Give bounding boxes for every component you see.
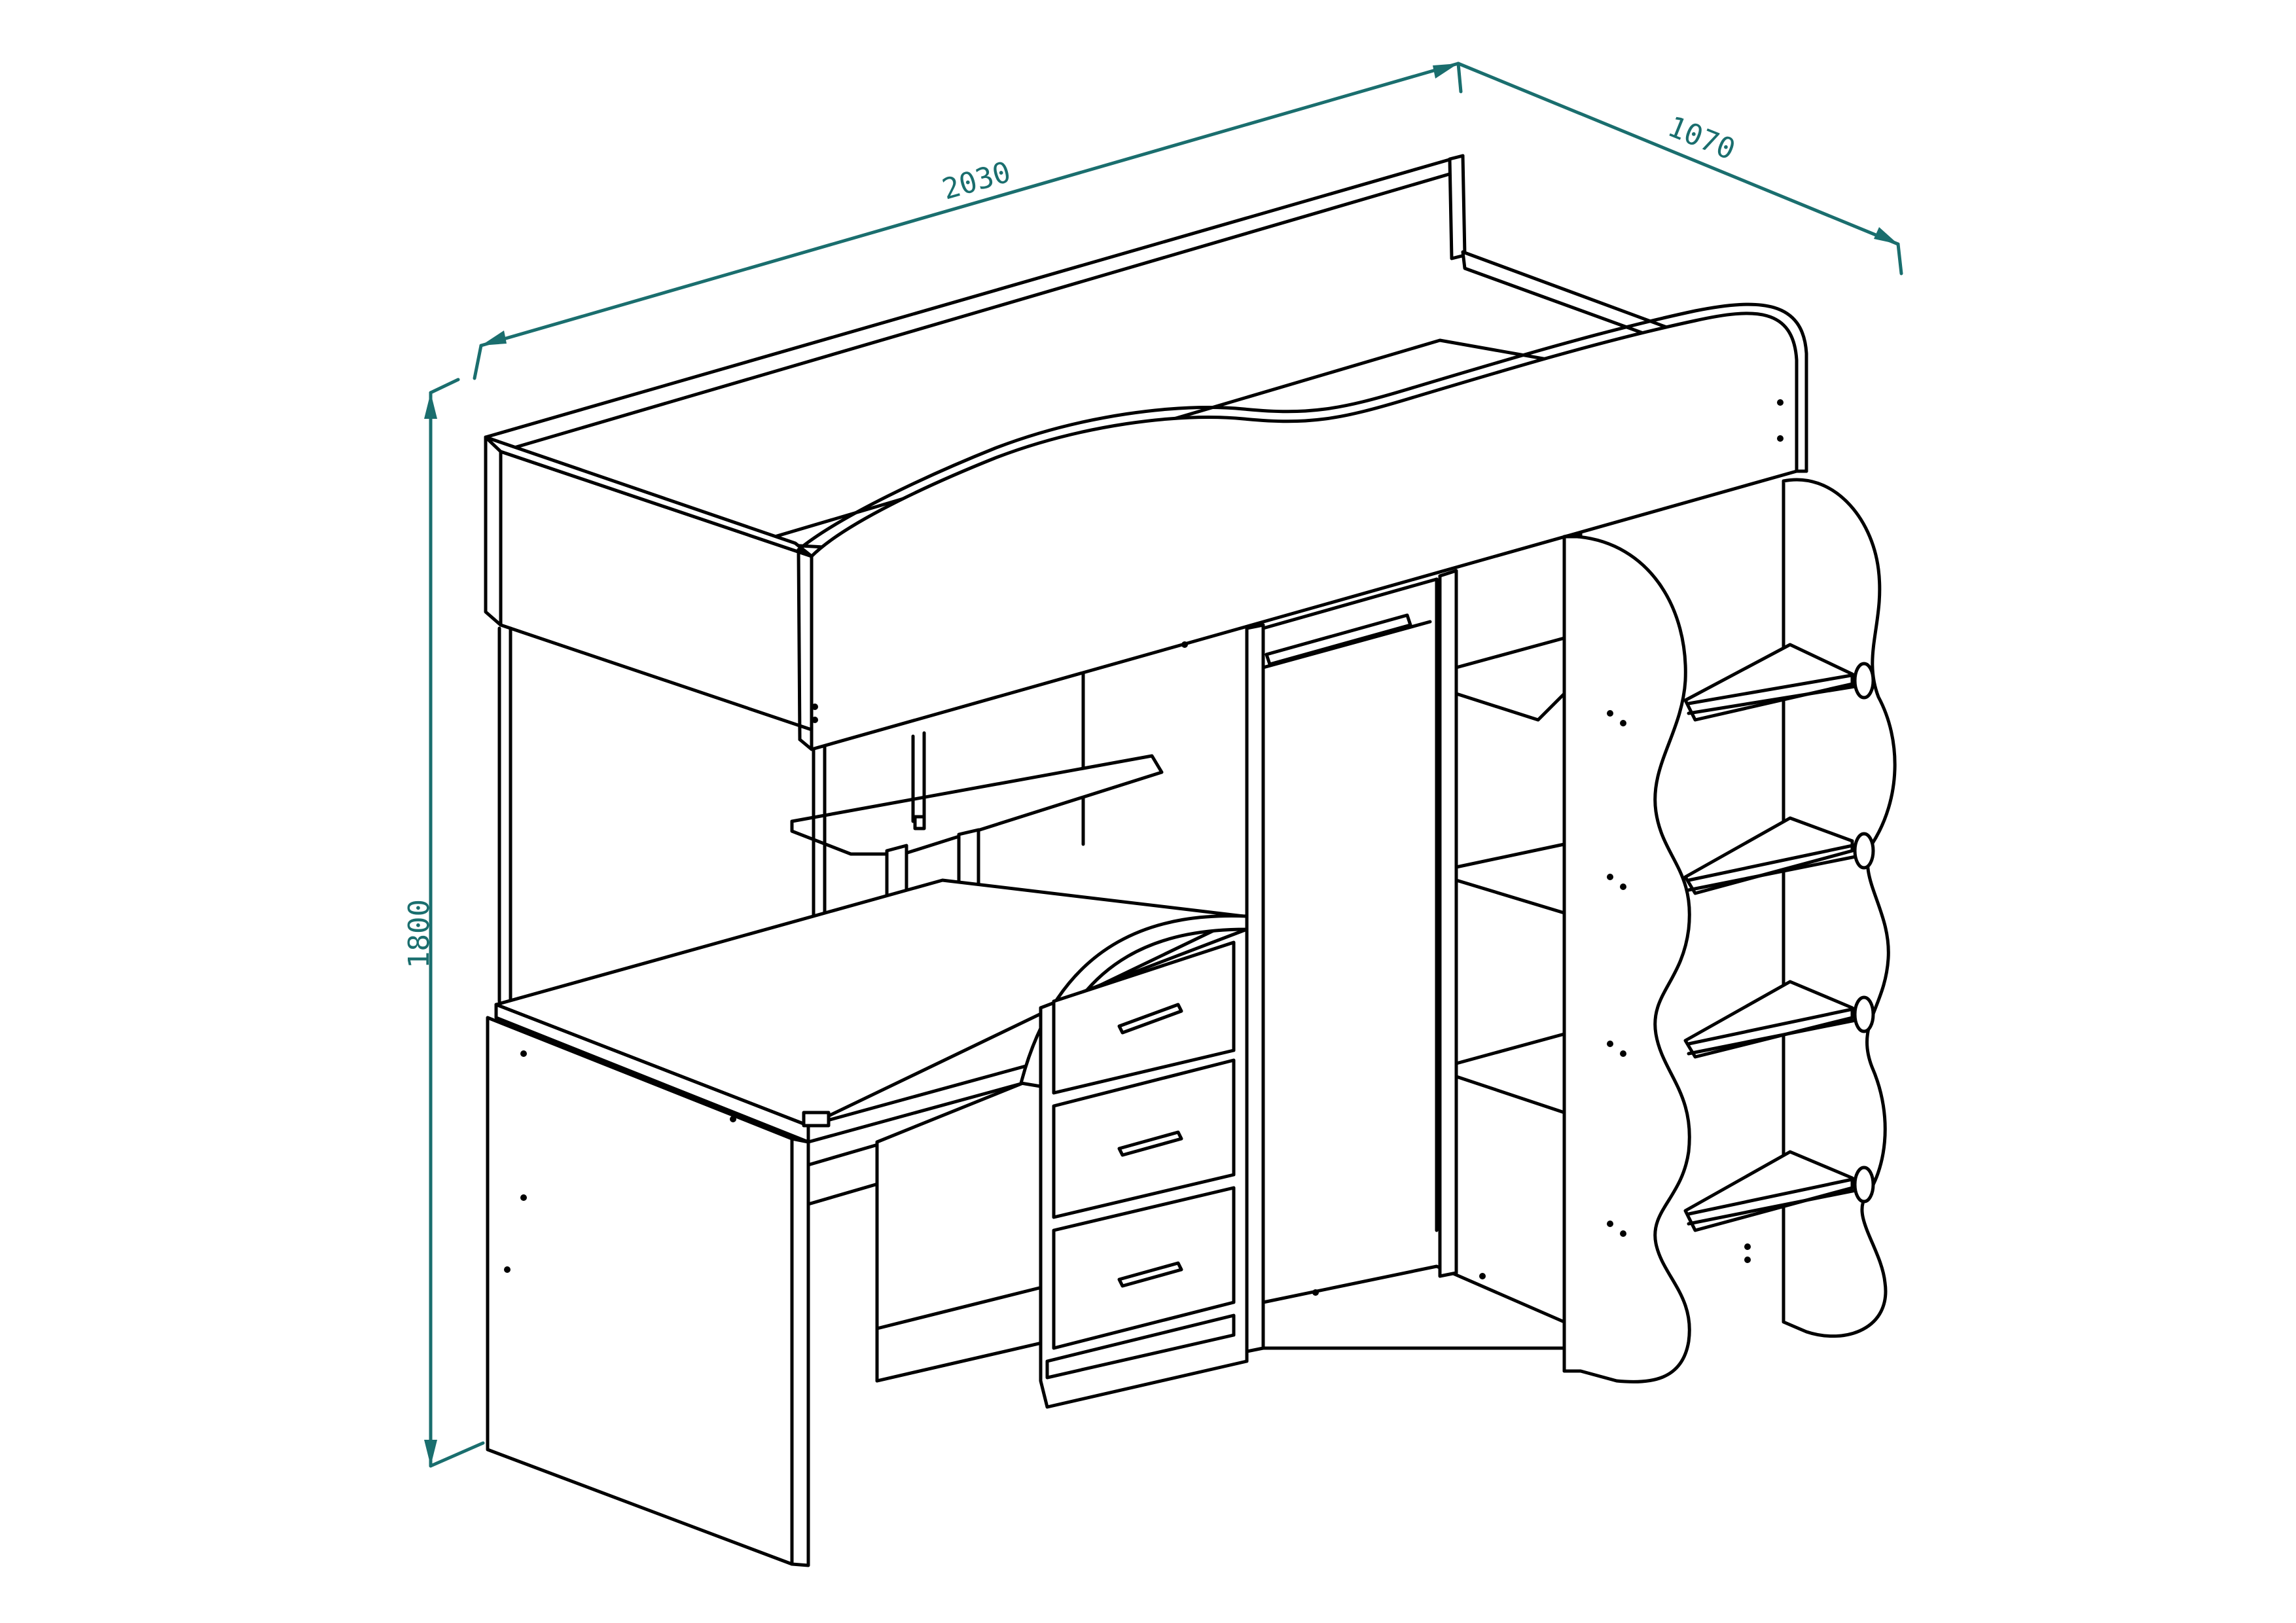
left-end-panel: [484, 435, 503, 627]
dimension-length: 2030: [473, 62, 1463, 380]
ladder-front-stringer: [1562, 535, 1691, 1383]
drawer-2[interactable]: [1052, 1058, 1236, 1219]
dimension-height-label: 1800: [403, 899, 436, 969]
drawer-2-handle[interactable]: [1117, 1130, 1183, 1157]
ladder-back-stringer: [1782, 478, 1897, 1338]
wardrobe-floor: [1261, 1264, 1566, 1350]
drawer-3[interactable]: [1052, 1186, 1236, 1350]
drawer-3-handle[interactable]: [1117, 1261, 1183, 1288]
modesty-panel: [806, 1140, 889, 1206]
inner-shelf-1: [1454, 636, 1566, 722]
dimension-height: 1800: [403, 378, 485, 1468]
front-guard-rail: [810, 312, 1799, 751]
ladder-tread-4[interactable]: [1683, 1150, 1854, 1232]
grab-bar-3[interactable]: [1687, 995, 1875, 1056]
drawer-1-handle[interactable]: [1117, 1003, 1183, 1035]
left-end-face: [499, 450, 814, 732]
grab-bar-2[interactable]: [1687, 832, 1875, 892]
dimension-depth: 1070: [1456, 62, 1903, 276]
inner-shelf-2: [1454, 842, 1566, 915]
dimension-length-label: 2030: [939, 155, 1014, 206]
drawer-pedestal: [875, 914, 1249, 1409]
back-headboard: [1448, 154, 1467, 260]
ladder-tread-1[interactable]: [1683, 643, 1854, 722]
back-rail-panel: [484, 154, 1465, 454]
ladder: [1562, 478, 1897, 1383]
bed-frame: [484, 154, 1808, 751]
grab-bar-4[interactable]: [1687, 1166, 1875, 1226]
wardrobe-left-panel: [1245, 623, 1265, 1353]
wardrobe: [1245, 531, 1583, 1373]
screw-holes: [504, 399, 1784, 1296]
grab-bar-1[interactable]: [1687, 662, 1875, 715]
inner-shelf-3: [1454, 1032, 1566, 1115]
shelf-unit-left: [1438, 569, 1458, 1278]
hanging-rail: [1265, 613, 1412, 666]
dimension-depth-label: 1070: [1663, 110, 1740, 167]
desk-area: [486, 626, 1246, 1567]
